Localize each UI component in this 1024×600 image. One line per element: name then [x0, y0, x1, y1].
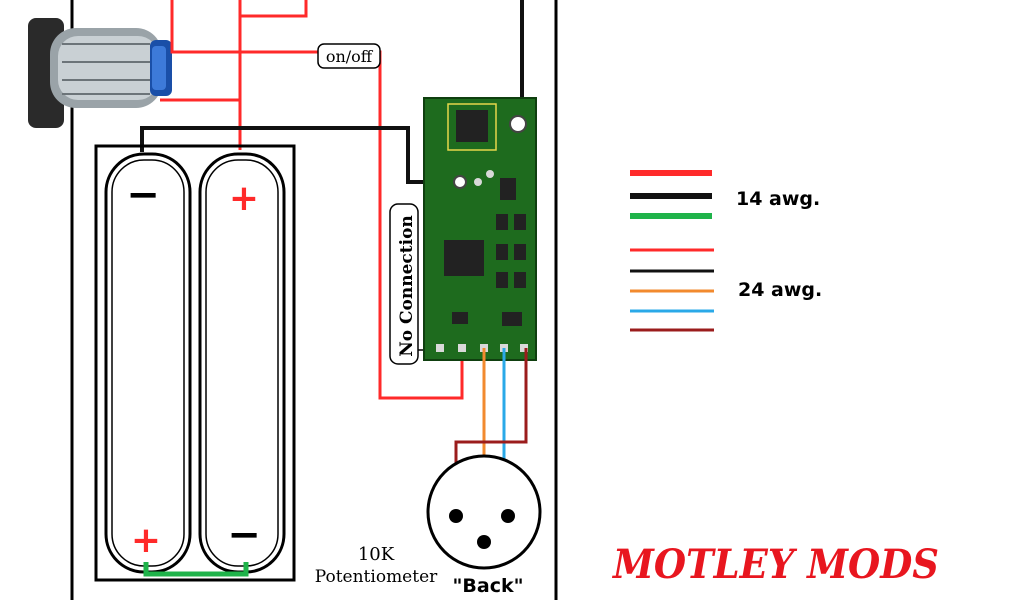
- battery-left-top-symbol: −: [126, 172, 160, 218]
- no-connection-label: No Connection: [397, 215, 417, 357]
- brand-logo: MOTLEY MODS: [611, 541, 939, 588]
- enclosure-outline: [70, 0, 558, 600]
- battery-holder: [94, 144, 296, 582]
- legend-group2-label: 24 awg.: [738, 279, 822, 301]
- potentiometer: [426, 454, 542, 570]
- switch-label: on/off: [326, 47, 374, 66]
- push-button-switch: [28, 18, 172, 128]
- back-label: "Back": [453, 575, 524, 597]
- pot-label-type: Potentiometer: [315, 567, 438, 587]
- controller-pcb: [423, 97, 537, 361]
- battery-left-bottom-symbol: +: [131, 520, 161, 561]
- red-wires: [160, 0, 464, 400]
- battery-right-top-symbol: +: [229, 178, 259, 219]
- battery-right-bottom-symbol: −: [227, 512, 261, 558]
- wire-legend: [630, 170, 714, 332]
- legend-group1-label: 14 awg.: [736, 188, 820, 210]
- pot-label-value: 10K: [358, 544, 395, 565]
